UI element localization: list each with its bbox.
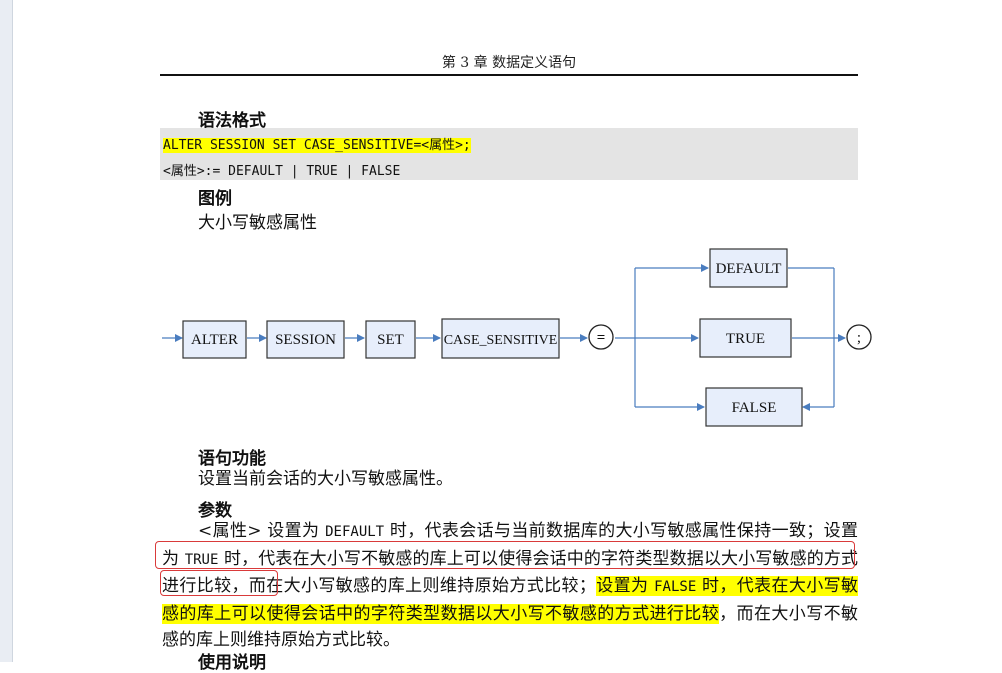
params-keyword-default: DEFAULT — [325, 524, 385, 540]
option-true: TRUE — [726, 331, 765, 347]
params-paragraph: <属性> 设置为 DEFAULT 时，代表会话与当前数据库的大小写敏感属性保持一… — [162, 518, 859, 654]
node-alter: ALTER — [191, 332, 238, 348]
syntax-diagram: ALTER SESSION SET CASE_SENSITIVE DEFAULT… — [162, 248, 872, 427]
function-heading: 语句功能 — [198, 449, 266, 469]
annotation-box-1 — [155, 541, 855, 569]
syntax-heading: 语法格式 — [198, 111, 266, 131]
syntax-code-block: ALTER SESSION SET CASE_SENSITIVE=<属性>; <… — [160, 128, 858, 180]
params-text-2: 时，代表会话与当前数据库的大小写敏感属性保持一致；设置为 — [162, 521, 859, 569]
params-heading: 参数 — [198, 501, 232, 521]
option-default: DEFAULT — [716, 261, 782, 277]
function-text: 设置当前会话的大小写敏感属性。 — [198, 469, 453, 489]
params-text-5: 时，代表在大小写敏感的库上可以使得会话中的字符类型数据以大小写不敏感的方式进行比… — [162, 576, 859, 624]
node-set: SET — [377, 332, 404, 348]
diagram-caption: 大小写敏感属性 — [198, 213, 317, 233]
option-true-box — [699, 318, 792, 358]
page-header: 第 3 章 数据定义语句 — [441, 55, 577, 71]
option-false-box — [705, 387, 803, 427]
header-rule — [160, 74, 858, 76]
code-line-1: ALTER SESSION SET CASE_SENSITIVE=<属性>; — [163, 134, 471, 153]
params-text-3: 时，代表在大小写不敏感的库上可以使得会话中的字符类型数据以大小写敏感的方式进行比… — [162, 548, 858, 597]
annotation-box-2 — [160, 570, 278, 596]
node-session-box — [266, 320, 345, 359]
params-keyword-false: FALSE — [654, 579, 697, 595]
terminator-symbol: ; — [857, 330, 861, 346]
params-text-4: 设置为 — [595, 576, 655, 596]
node-case-sensitive: CASE_SENSITIVE — [444, 333, 558, 348]
params-text-6: ，而在大小写不敏感的库上则维持原始方式比较。 — [162, 603, 859, 651]
usage-heading: 使用说明 — [198, 653, 266, 673]
node-session: SESSION — [275, 332, 336, 348]
params-text-1: <属性> 设置为 — [198, 521, 326, 541]
option-false: FALSE — [732, 400, 777, 416]
node-set-box — [365, 320, 416, 359]
node-case-box — [441, 318, 560, 359]
code-line-2: <属性>:= DEFAULT | TRUE | FALSE — [163, 164, 401, 179]
equals-symbol: = — [597, 330, 606, 346]
code-line-1-text: ALTER SESSION SET CASE_SENSITIVE=<属性>; — [163, 138, 471, 153]
terminator-circle — [846, 324, 872, 350]
document-left-margin — [0, 0, 13, 662]
example-heading: 图例 — [198, 189, 232, 209]
option-default-box — [709, 248, 788, 288]
params-keyword-true: TRUE — [184, 551, 219, 568]
node-alter-box — [182, 320, 247, 359]
equals-circle — [588, 324, 614, 350]
